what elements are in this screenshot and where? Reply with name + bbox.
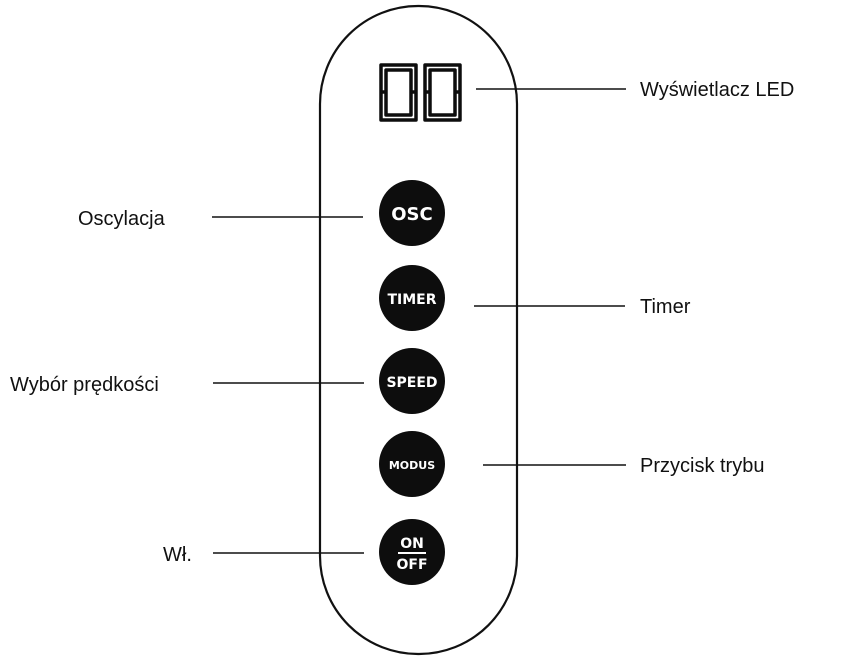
- modus-button[interactable]: MODUS: [379, 431, 445, 497]
- led-digit-2: [423, 63, 462, 122]
- label-power: Wł.: [163, 544, 192, 566]
- on-off-button[interactable]: ON OFF: [379, 519, 445, 585]
- speed-button[interactable]: SPEED: [379, 348, 445, 414]
- timer-button[interactable]: TIMER: [379, 265, 445, 331]
- label-speed-select: Wybór prędkości: [10, 374, 159, 396]
- label-mode-button: Przycisk trybu: [640, 455, 764, 477]
- osc-button-label: OSC: [391, 204, 432, 225]
- led-digit-1: [379, 63, 418, 122]
- timer-button-label: TIMER: [387, 292, 436, 308]
- led-display: [379, 63, 462, 122]
- off-label: OFF: [396, 557, 427, 573]
- label-oscillation: Oscylacja: [78, 208, 166, 230]
- label-led-display: Wyświetlacz LED: [640, 79, 794, 101]
- remote-body-outline: [318, 4, 519, 656]
- on-label: ON: [400, 536, 424, 552]
- osc-button[interactable]: OSC: [379, 180, 445, 246]
- speed-button-label: SPEED: [386, 375, 437, 391]
- modus-button-label: MODUS: [389, 459, 435, 472]
- label-timer: Timer: [640, 296, 691, 318]
